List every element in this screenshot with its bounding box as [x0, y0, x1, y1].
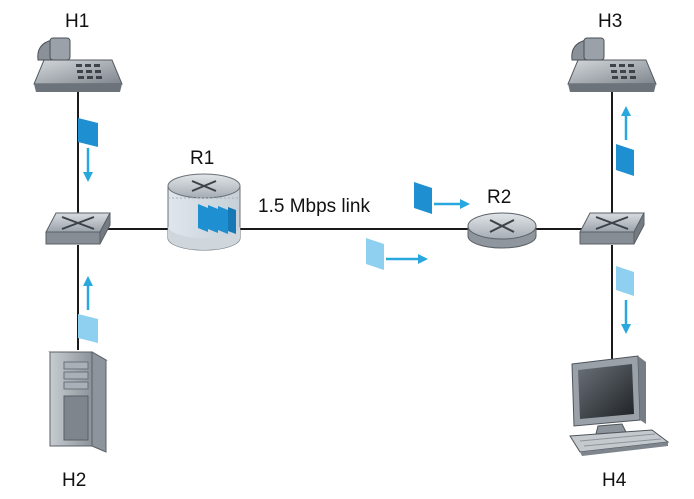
h2-server-tower-icon	[48, 351, 108, 453]
packet	[78, 118, 98, 147]
link-label: 1.5 Mbps link	[258, 196, 370, 217]
h3-telephone-icon	[567, 37, 657, 92]
packet	[616, 266, 634, 296]
r1-router-icon	[167, 173, 241, 251]
packet	[616, 144, 634, 176]
h3-label: H3	[598, 11, 622, 32]
h4-label: H4	[602, 470, 627, 491]
packet	[414, 182, 432, 214]
packet	[366, 238, 384, 270]
h1-label: H1	[65, 11, 89, 32]
r2-label: R2	[487, 187, 511, 208]
left-switch-icon	[45, 212, 111, 245]
packets	[78, 118, 634, 343]
r2-router-icon	[467, 212, 537, 249]
h2-label: H2	[62, 470, 86, 491]
links	[77, 90, 613, 365]
arrows	[83, 106, 631, 334]
packet	[78, 314, 98, 343]
right-switch-icon	[579, 212, 645, 245]
r1-queue-packets	[198, 204, 236, 234]
h4-desktop-computer-icon	[569, 355, 670, 456]
r1-label: R1	[190, 148, 214, 169]
h1-telephone-icon	[33, 37, 123, 92]
